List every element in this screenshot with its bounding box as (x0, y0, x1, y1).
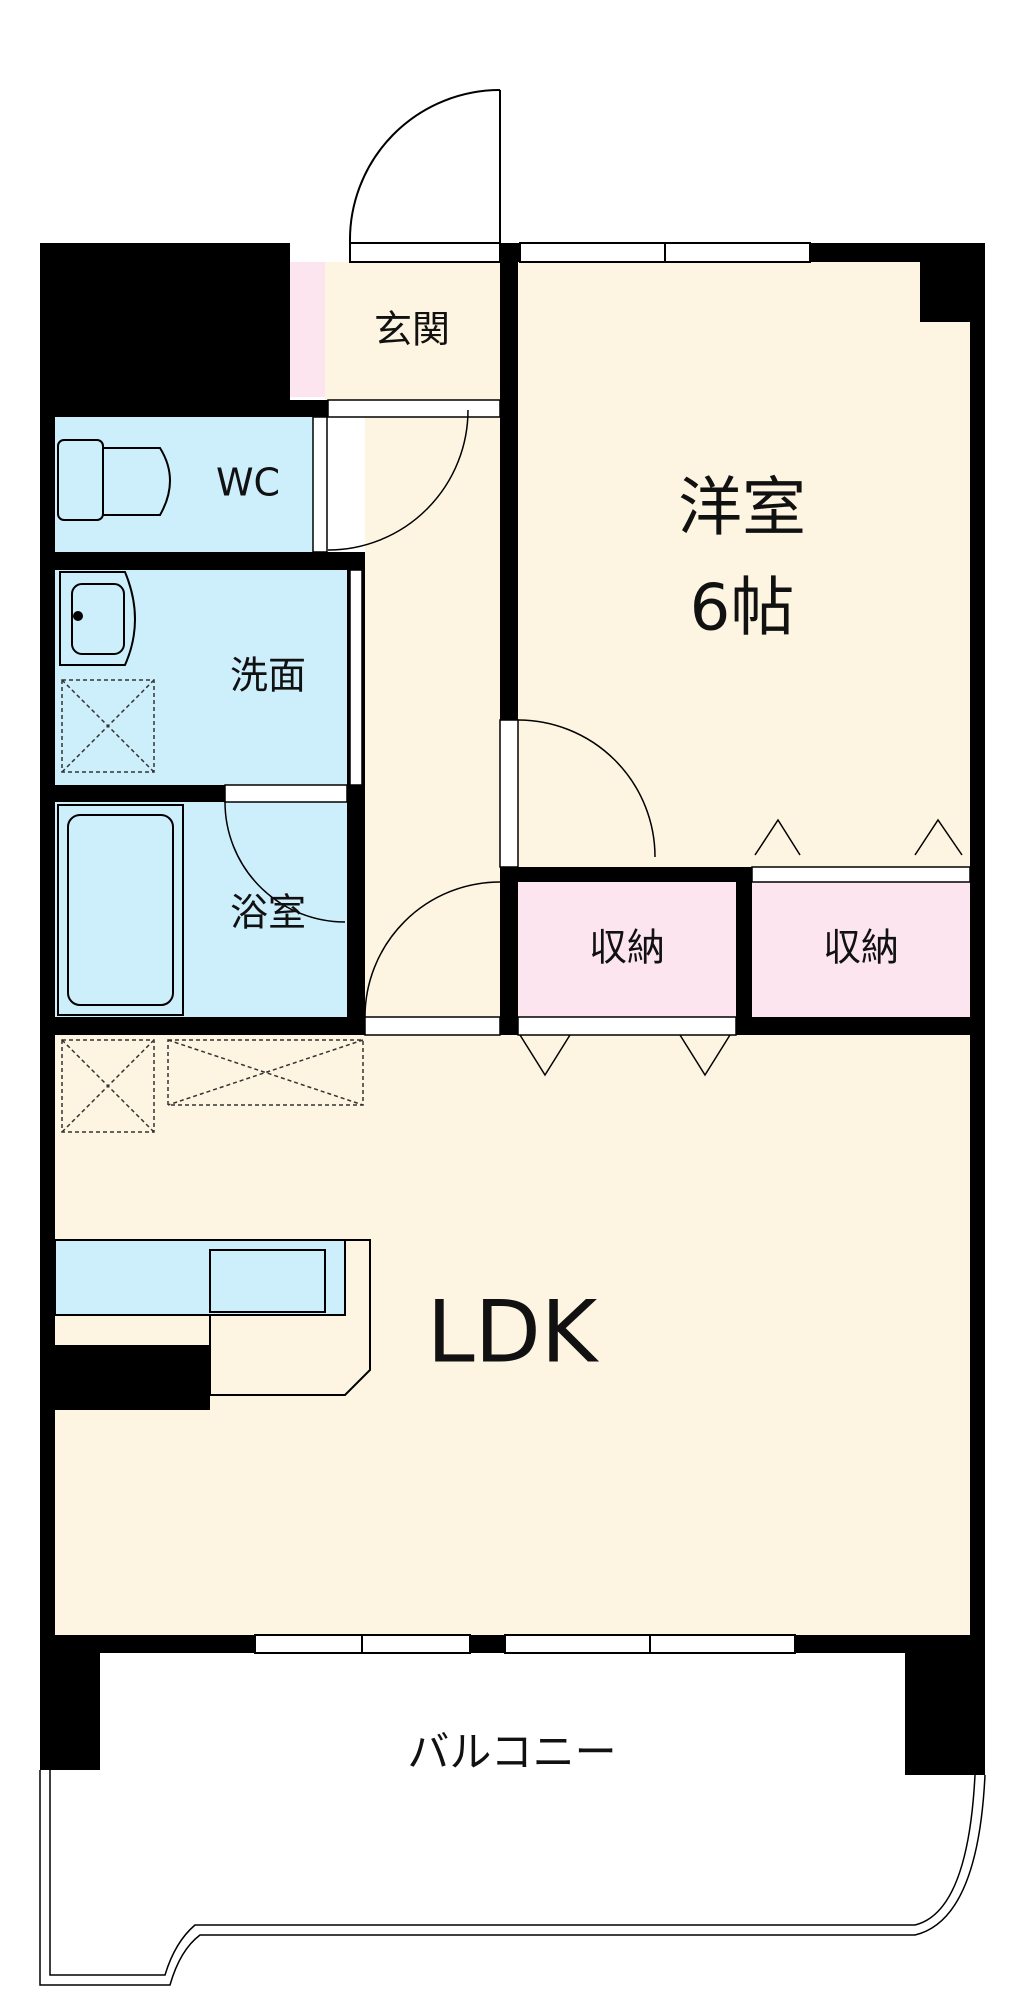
western-room-label: 洋室 (678, 472, 806, 546)
walls (40, 243, 985, 1775)
entrance-label: 玄関 (374, 308, 450, 352)
wash-basin (59, 571, 136, 666)
balcony-rail (39, 1770, 986, 1986)
western-room-floor (518, 262, 970, 867)
shoe-box (290, 262, 325, 397)
refrigerator-space (61, 1039, 364, 1133)
bathtub (57, 804, 184, 1016)
ldk-floor (55, 1035, 970, 1635)
kitchen-counter (54, 1239, 371, 1396)
storage-2-floor (752, 882, 970, 1017)
wc-label: WC (216, 461, 280, 505)
storage-1-label: 収納 (589, 926, 665, 970)
ldk-label: LDK (427, 1282, 600, 1382)
hall-floor (365, 400, 500, 1040)
storage-2-label: 収納 (823, 926, 899, 970)
front-door (348, 89, 501, 263)
washroom-label: 洗面 (230, 654, 306, 698)
toilet (57, 439, 171, 521)
interior-doors (224, 399, 971, 1077)
bathroom-label: 浴室 (230, 891, 306, 935)
balcony-label: バルコニー (407, 1728, 616, 1777)
balcony-floor (55, 1650, 970, 1900)
western-room-size-label: 6帖 (690, 572, 795, 646)
windows (254, 242, 811, 1654)
entrance-floor (325, 262, 500, 402)
storage-1-floor (518, 882, 736, 1017)
washing-machine-space (61, 679, 155, 773)
